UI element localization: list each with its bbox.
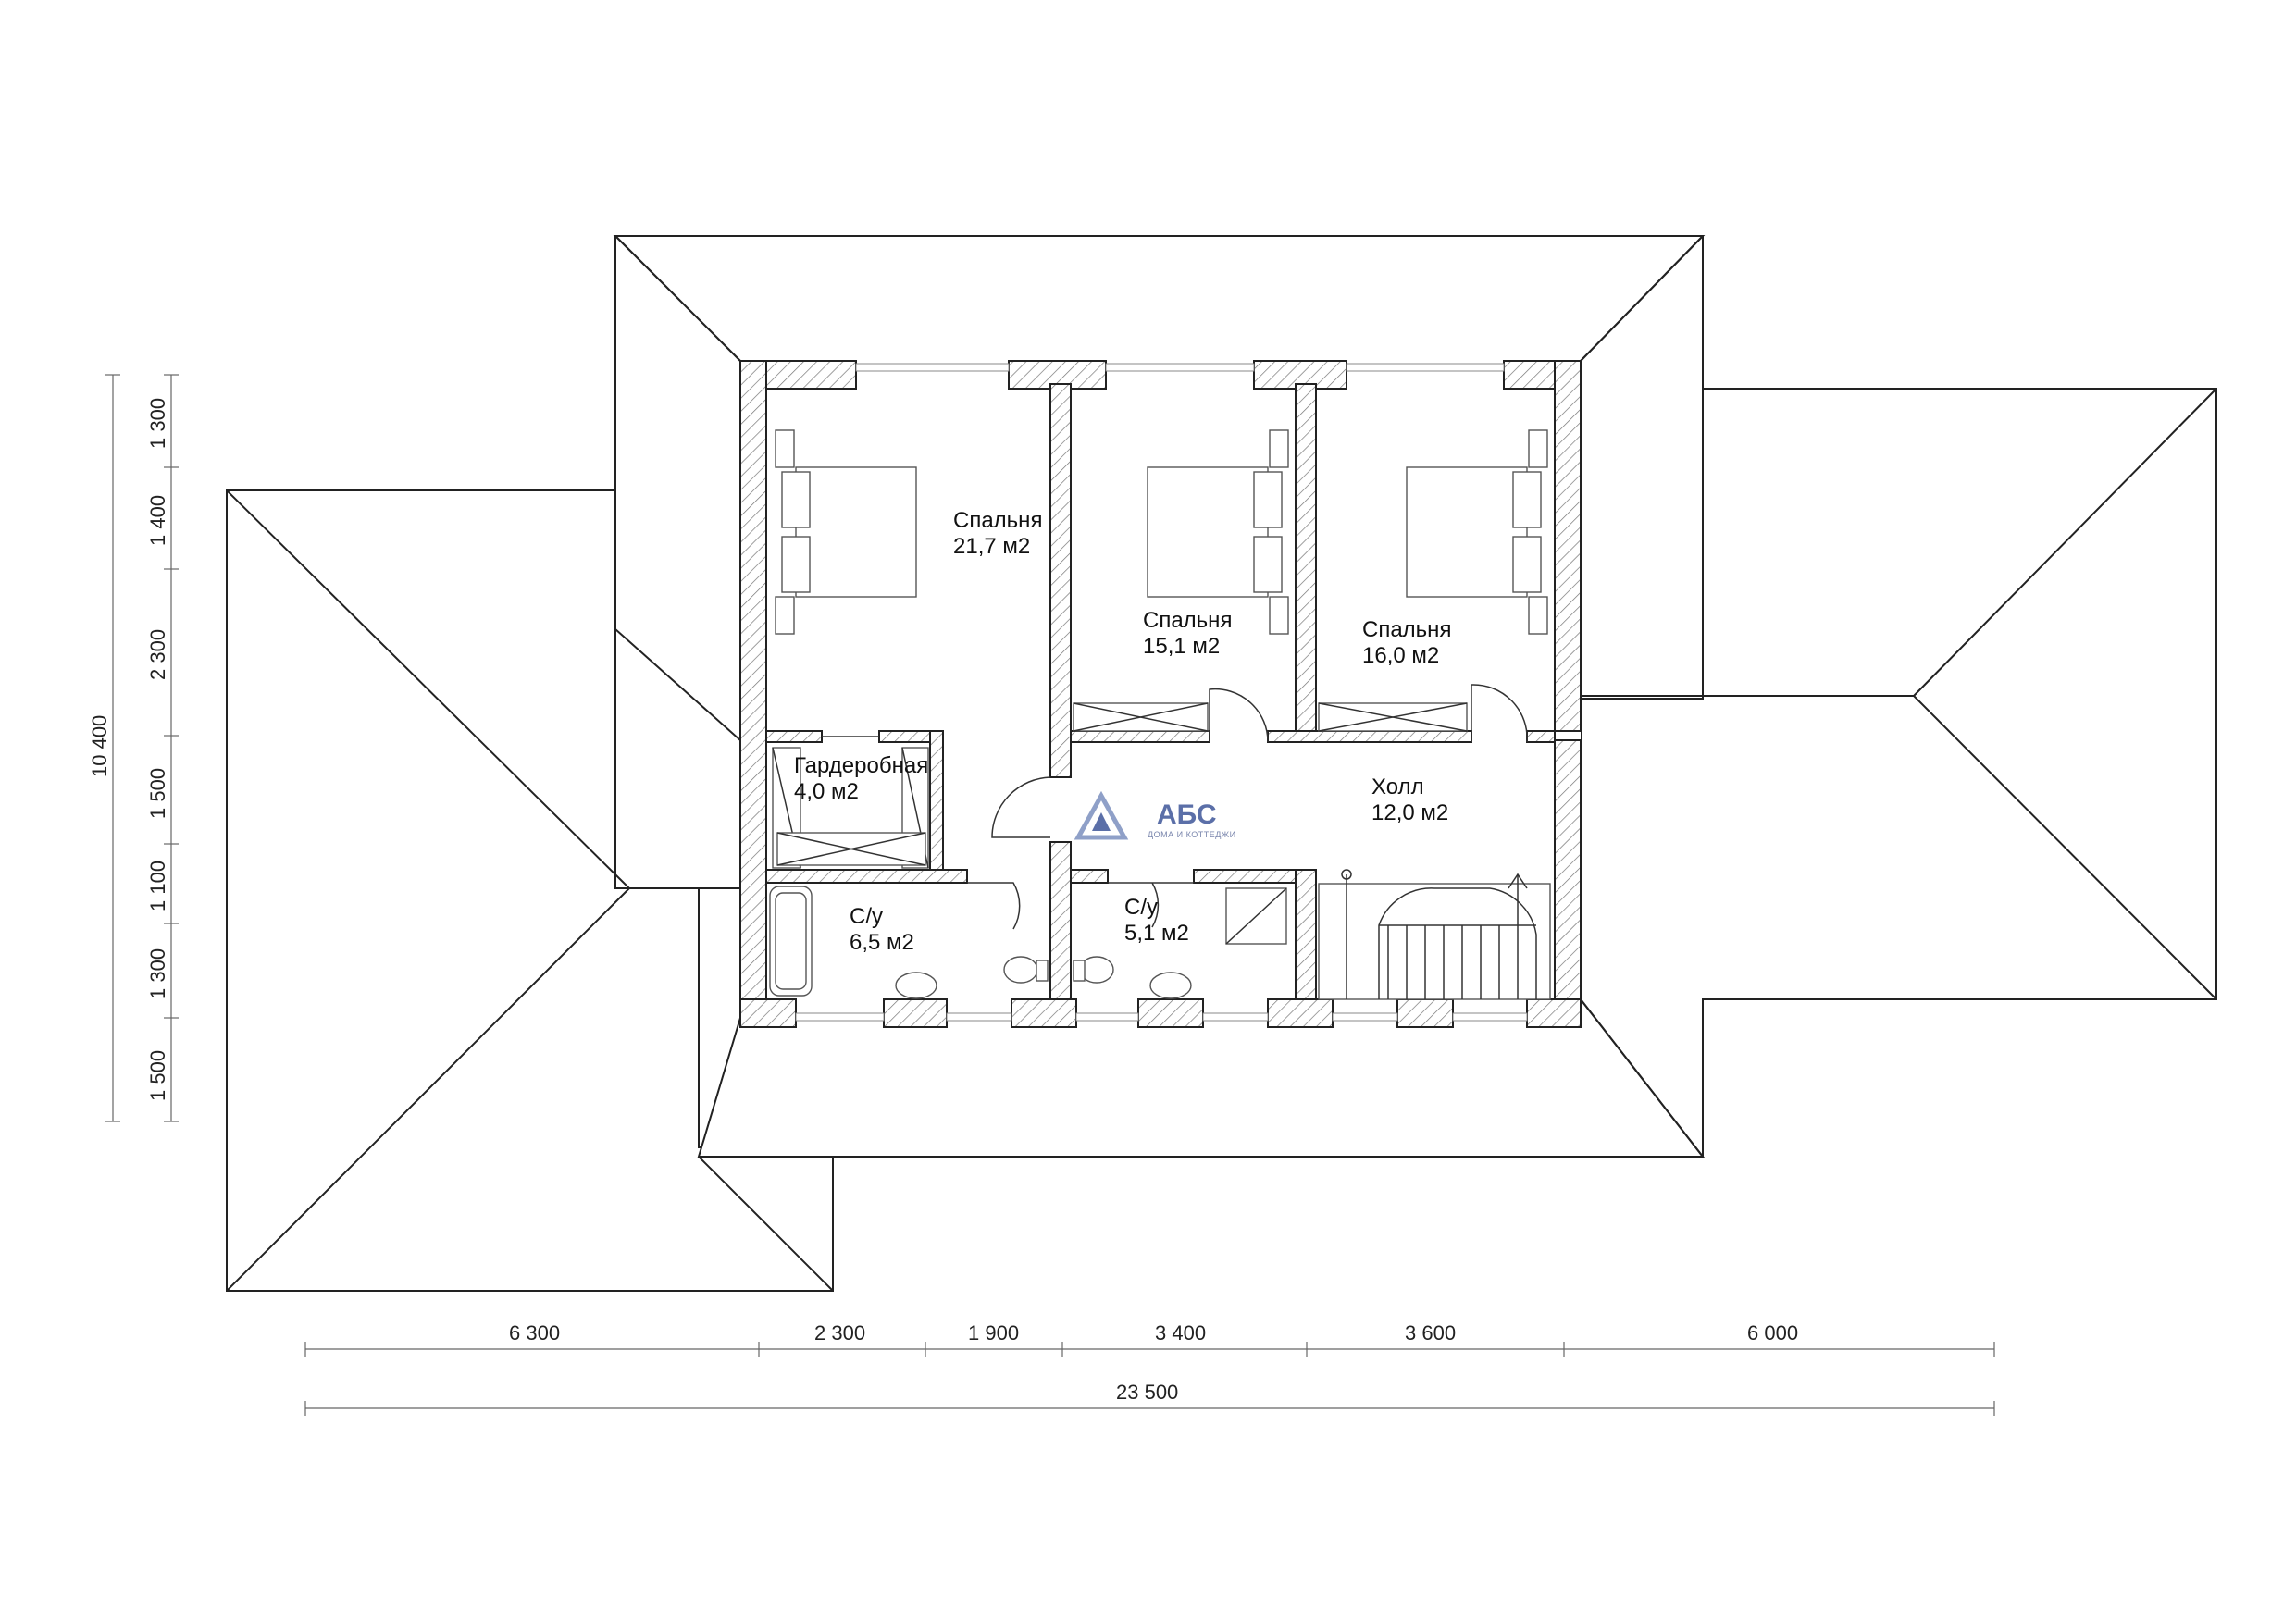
furniture <box>769 429 1551 1000</box>
horizontal-dimensions: 6 300 2 300 1 900 3 400 3 600 6 000 23 5… <box>304 1321 1995 1416</box>
dim-v-1: 1 300 <box>146 398 169 449</box>
hall-area: 12,0 м2 <box>1371 800 1448 825</box>
wardrobe-area: 4,0 м2 <box>794 779 859 804</box>
windows <box>795 363 1528 1022</box>
dim-h-4: 3 400 <box>1155 1321 1206 1344</box>
dim-v-2: 1 400 <box>146 495 169 546</box>
dim-h-total: 23 500 <box>1116 1381 1178 1404</box>
bath2-area: 5,1 м2 <box>1124 921 1189 946</box>
company-logo: АБС ДОМА И КОТТЕДЖИ <box>1074 790 1236 840</box>
logo-tagline: ДОМА И КОТТЕДЖИ <box>1148 830 1236 839</box>
bedroom3-area: 16,0 м2 <box>1362 643 1439 668</box>
room-labels: Спальня 21,7 м2 Спальня 15,1 м2 Спальня … <box>794 508 1451 955</box>
dim-v-4: 1 500 <box>146 768 169 819</box>
bath1-area: 6,5 м2 <box>850 930 914 955</box>
bath1-name: С/у <box>850 904 883 929</box>
doors <box>822 684 1528 930</box>
dim-h-1: 6 300 <box>509 1321 560 1344</box>
dim-v-6: 1 300 <box>146 948 169 999</box>
roof-ridges <box>226 235 2217 1292</box>
bedroom2-area: 15,1 м2 <box>1143 634 1220 659</box>
logo-mark-icon <box>1074 790 1129 840</box>
bedroom1-name: Спальня <box>953 508 1042 533</box>
bedroom2-name: Спальня <box>1143 608 1232 633</box>
interior-walls <box>765 383 1556 1000</box>
vertical-dimensions: 10 400 1 300 1 400 2 300 1 500 1 100 1 3… <box>88 374 179 1122</box>
bath2-name: С/у <box>1124 895 1158 920</box>
logo-name: АБС <box>1157 799 1217 830</box>
dim-v-total: 10 400 <box>88 715 111 777</box>
dim-h-6: 6 000 <box>1747 1321 1798 1344</box>
bedroom1-area: 21,7 м2 <box>953 534 1030 559</box>
dim-h-3: 1 900 <box>968 1321 1019 1344</box>
dim-v-3: 2 300 <box>146 629 169 680</box>
bedroom3-name: Спальня <box>1362 617 1451 642</box>
dim-v-7: 1 500 <box>146 1050 169 1101</box>
dim-v-5: 1 100 <box>146 861 169 911</box>
roof-right-wing <box>1580 388 2217 1158</box>
exterior-walls <box>739 360 1582 1028</box>
hall-name: Холл <box>1371 774 1424 799</box>
dim-h-2: 2 300 <box>814 1321 865 1344</box>
wardrobe-name: Гардеробная <box>794 753 928 778</box>
dim-h-5: 3 600 <box>1405 1321 1456 1344</box>
